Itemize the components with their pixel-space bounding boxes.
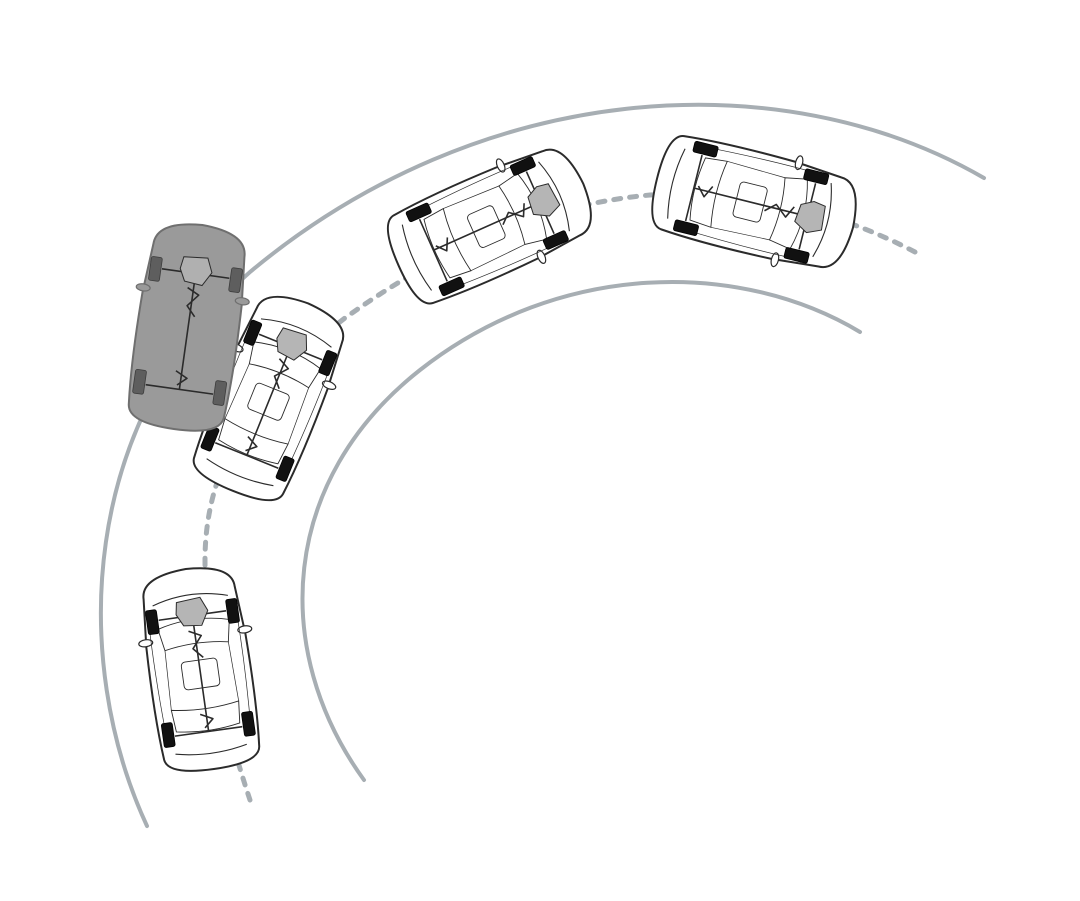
car-correcting (184, 295, 353, 502)
car-entry (132, 567, 269, 772)
car-recovered (386, 141, 592, 313)
car-body (651, 135, 857, 269)
vehicle-path (202, 191, 918, 803)
road-outer-edge (98, 102, 986, 828)
road-inner-edge (300, 280, 862, 782)
car-exit (651, 126, 857, 278)
car-skidding (127, 223, 250, 432)
